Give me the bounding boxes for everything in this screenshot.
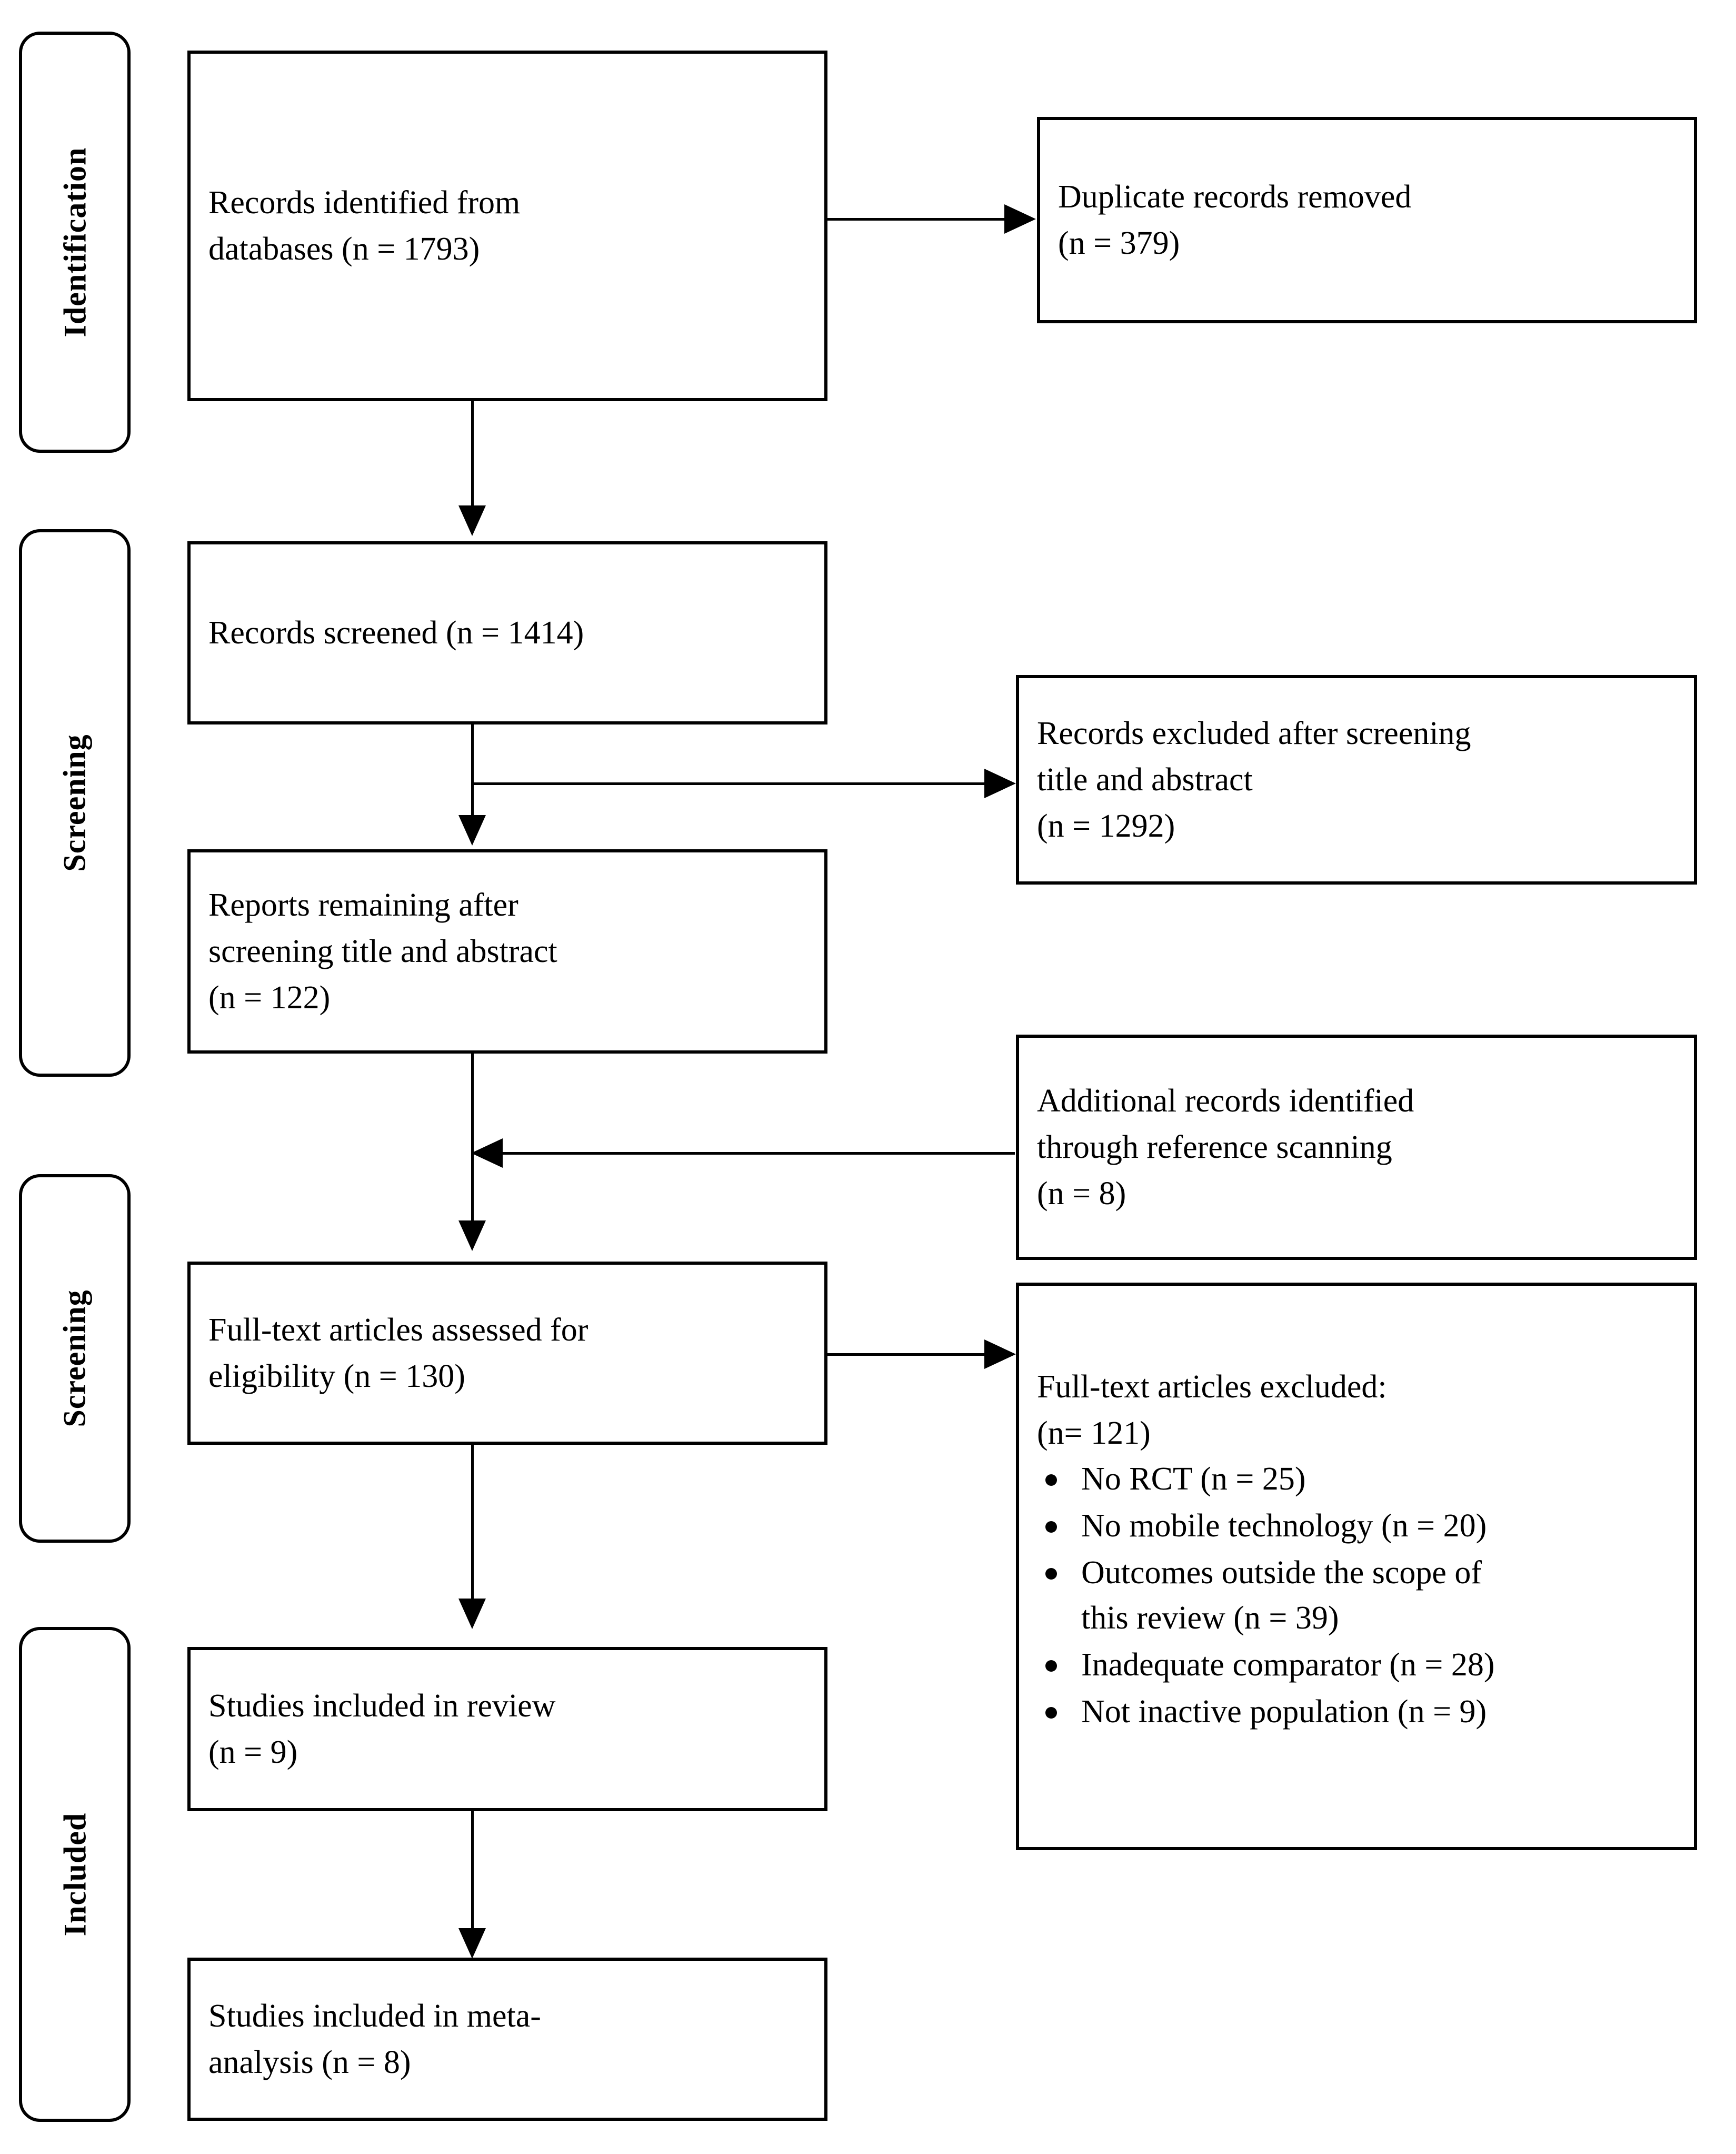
box-fulltext-assessed: Full-text articles assessed for eligibil… — [187, 1262, 827, 1445]
connector-identified-to-screened — [471, 401, 474, 511]
exclusion-reason-text: No RCT (n = 25) — [1081, 1461, 1306, 1497]
exclusion-reason-text: Not inactive population (n = 9) — [1081, 1694, 1487, 1730]
list-item: No RCT (n = 25) — [1043, 1456, 1676, 1502]
box-duplicates-removed-text: Duplicate records removed (n = 379) — [1058, 178, 1412, 261]
stage-pill-identification: Identification — [19, 32, 131, 453]
box-additional-records-text: Additional records identified through re… — [1037, 1083, 1414, 1212]
box-studies-included-review-text: Studies included in review (n = 9) — [208, 1688, 556, 1770]
bullet-icon — [1045, 1707, 1057, 1719]
arrowhead-down-to-fulltext — [458, 1220, 486, 1251]
box-studies-included-meta-text: Studies included in meta- analysis (n = … — [208, 1998, 541, 2080]
stage-label-screening-2: Screening — [57, 1289, 92, 1427]
bullet-icon — [1045, 1521, 1057, 1533]
arrowhead-down-to-screened — [458, 505, 486, 536]
box-studies-included-meta: Studies included in meta- analysis (n = … — [187, 1958, 827, 2121]
connector-review-to-meta — [471, 1811, 474, 1932]
exclusion-reason-text: Outcomes outside the scope of this revie… — [1081, 1554, 1482, 1636]
box-records-screened-text: Records screened (n = 1414) — [208, 614, 584, 651]
stage-label-identification: Identification — [57, 147, 93, 338]
bullet-icon — [1045, 1567, 1057, 1580]
box-records-excluded: Records excluded after screening title a… — [1016, 675, 1697, 885]
connector-fulltext-to-excluded — [827, 1353, 986, 1356]
stage-pill-included: Included — [19, 1627, 131, 2122]
connector-screened-to-reports — [471, 724, 474, 818]
arrowhead-right-to-excluded — [984, 769, 1016, 798]
stage-label-included: Included — [57, 1812, 93, 1937]
connector-fulltext-to-studies-review — [471, 1445, 474, 1603]
bullet-icon — [1045, 1474, 1057, 1486]
box-additional-records: Additional records identified through re… — [1016, 1035, 1697, 1260]
box-reports-remaining: Reports remaining after screening title … — [187, 849, 827, 1054]
box-fulltext-excluded-heading: Full-text articles excluded: (n= 121) — [1037, 1369, 1387, 1452]
arrowhead-right-to-duplicates — [1004, 204, 1036, 234]
list-item: Inadequate comparator (n = 28) — [1043, 1642, 1676, 1688]
box-records-identified: Records identified from databases (n = 1… — [187, 51, 827, 401]
box-studies-included-review: Studies included in review (n = 9) — [187, 1647, 827, 1811]
box-records-identified-text: Records identified from databases (n = 1… — [208, 184, 521, 267]
stage-pill-screening-2: Screening — [19, 1174, 131, 1543]
arrowhead-left-to-mainflow — [471, 1138, 503, 1168]
bullet-icon — [1045, 1660, 1057, 1672]
box-reports-remaining-text: Reports remaining after screening title … — [208, 887, 557, 1016]
box-fulltext-excluded: Full-text articles excluded: (n= 121) No… — [1016, 1283, 1697, 1850]
box-fulltext-assessed-text: Full-text articles assessed for eligibil… — [208, 1312, 588, 1394]
list-item: Not inactive population (n = 9) — [1043, 1689, 1676, 1735]
arrowhead-down-to-studies-review — [458, 1599, 486, 1629]
exclusion-reason-text: Inadequate comparator (n = 28) — [1081, 1647, 1495, 1683]
box-records-screened: Records screened (n = 1414) — [187, 541, 827, 724]
list-item: Outcomes outside the scope of this revie… — [1043, 1550, 1676, 1642]
exclusion-reason-text: No mobile technology (n = 20) — [1081, 1507, 1487, 1544]
connector-identified-to-duplicates — [827, 218, 1007, 221]
box-duplicates-removed: Duplicate records removed (n = 379) — [1037, 117, 1697, 323]
stage-label-screening-1: Screening — [57, 734, 92, 872]
connector-additional-to-mainflow — [503, 1152, 1015, 1155]
arrowhead-down-to-reports — [458, 815, 486, 846]
arrowhead-down-to-meta — [458, 1928, 486, 1959]
box-records-excluded-text: Records excluded after screening title a… — [1037, 715, 1471, 845]
stage-pill-screening-1: Screening — [19, 529, 131, 1077]
arrowhead-right-to-fulltext-excluded — [984, 1339, 1016, 1369]
exclusion-reason-list: No RCT (n = 25) No mobile technology (n … — [1019, 1456, 1694, 1736]
connector-screened-to-excluded — [471, 782, 987, 785]
list-item: No mobile technology (n = 20) — [1043, 1503, 1676, 1549]
